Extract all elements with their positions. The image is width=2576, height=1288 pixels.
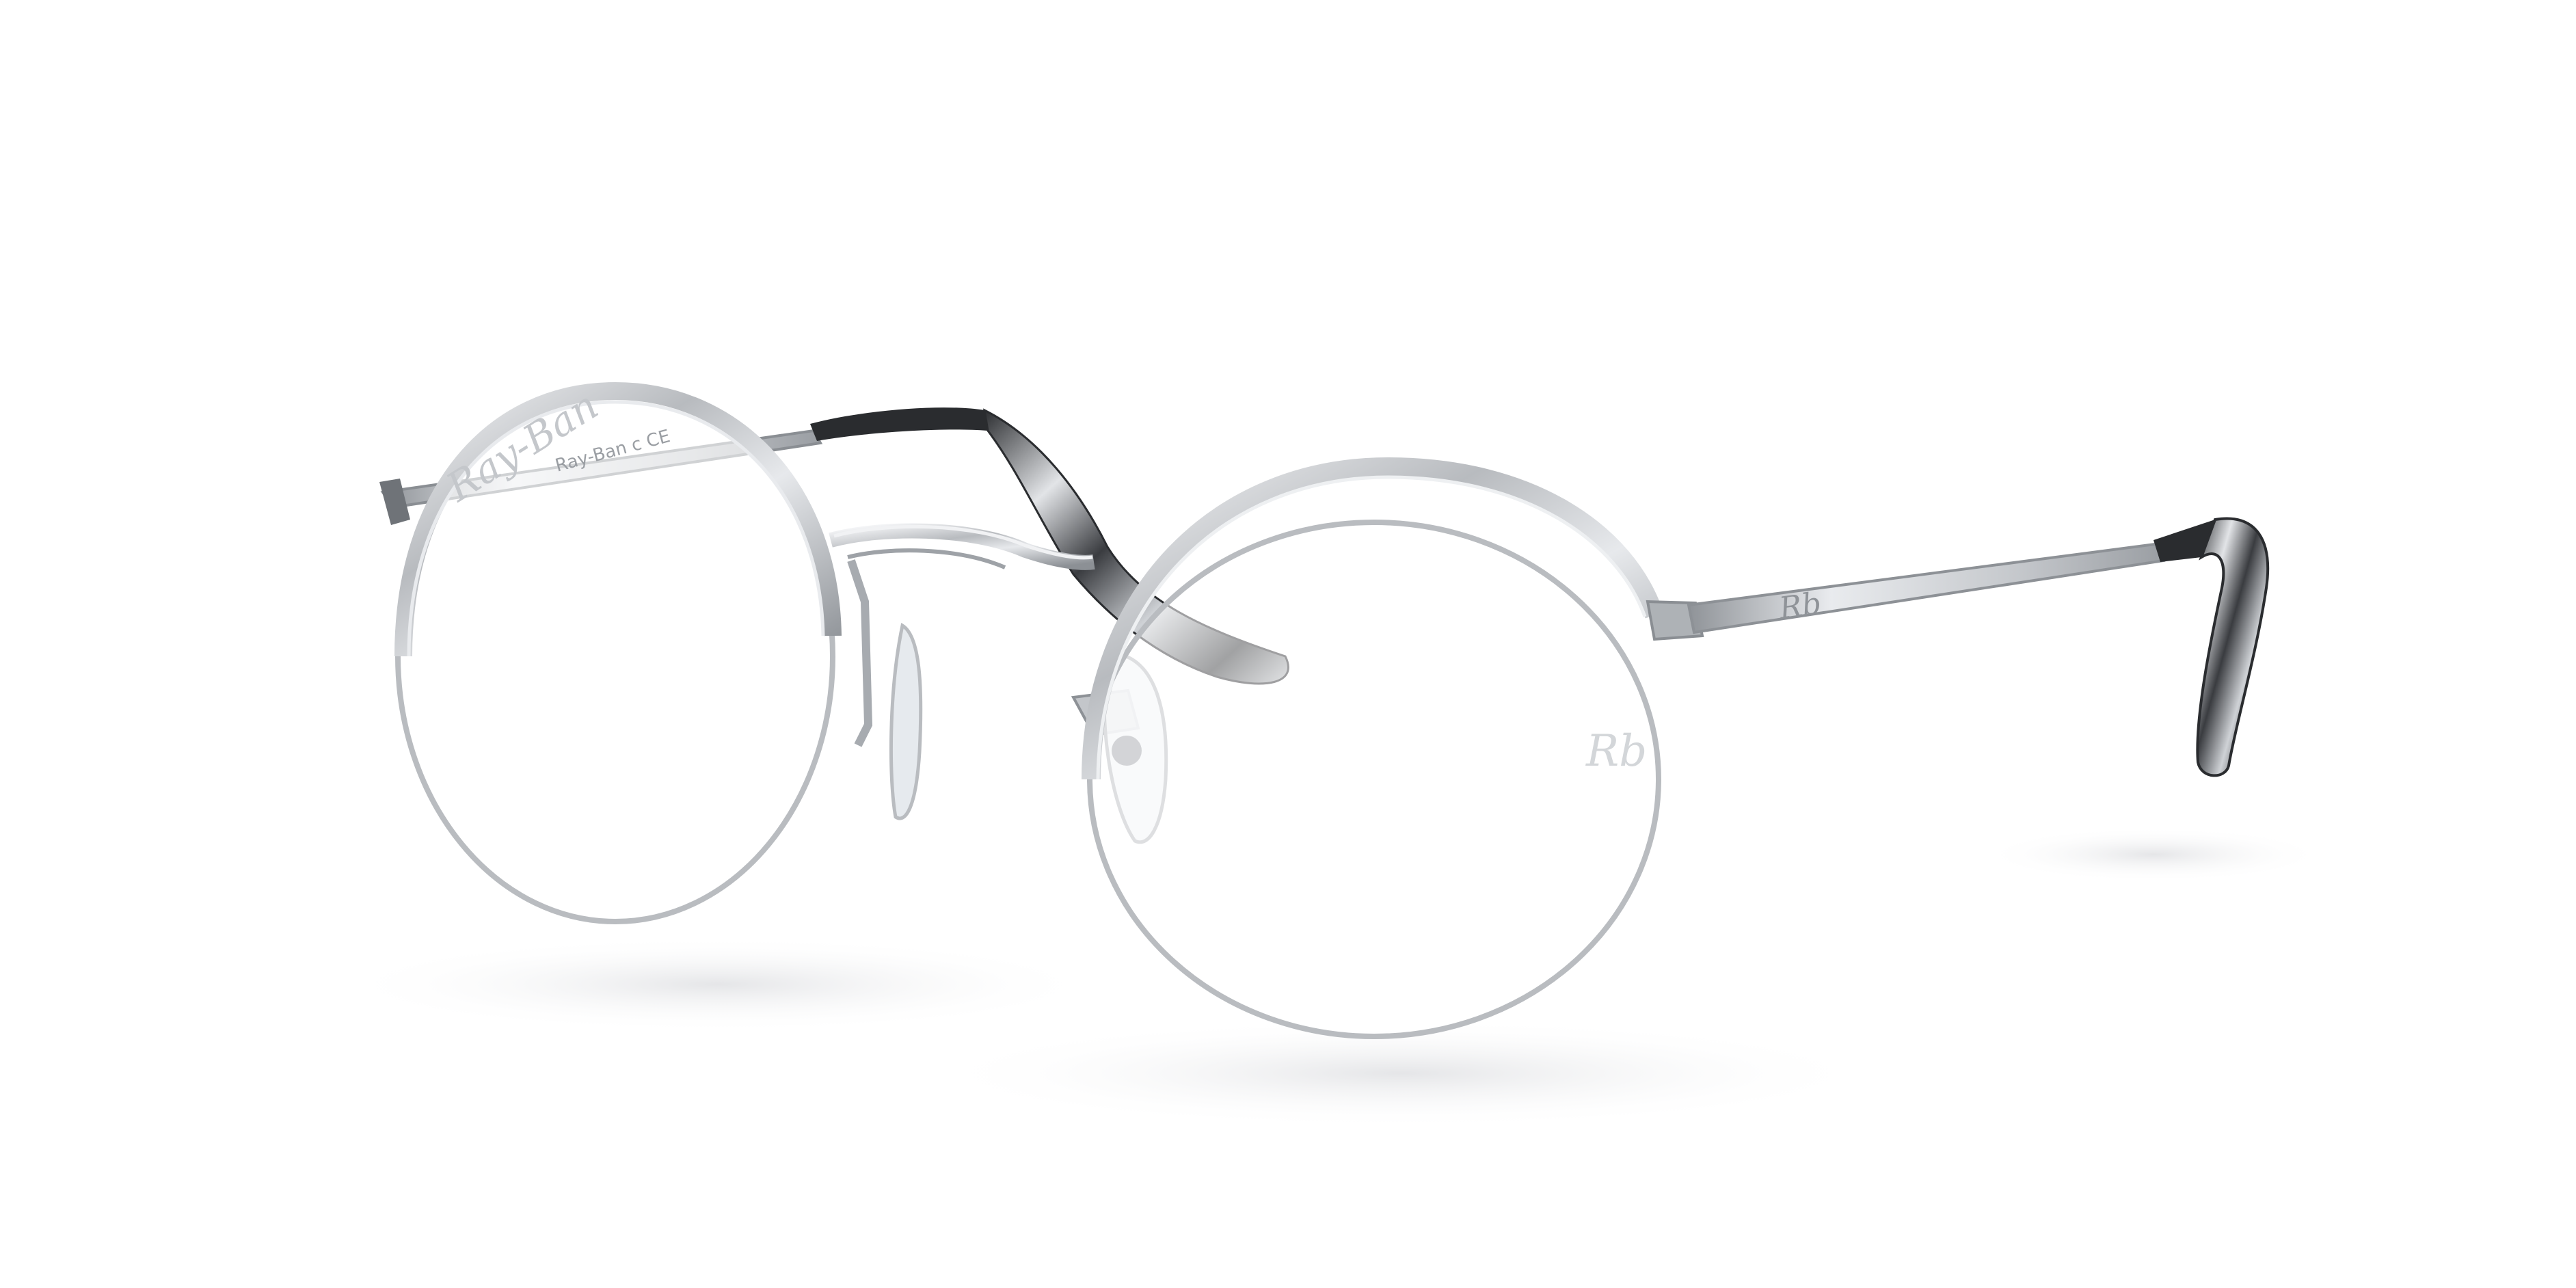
temple-monogram-rb: Rb	[1776, 586, 1823, 626]
drop-shadow	[335, 827, 2324, 1128]
left-lens: Ray-Ban Ray-Ban c CE	[394, 382, 842, 924]
lens-monogram-rb: Rb	[1585, 726, 1647, 777]
right-lens: Rb	[1082, 457, 1664, 1039]
right-temple: Rb	[1646, 517, 2270, 777]
bridge	[829, 523, 1095, 570]
